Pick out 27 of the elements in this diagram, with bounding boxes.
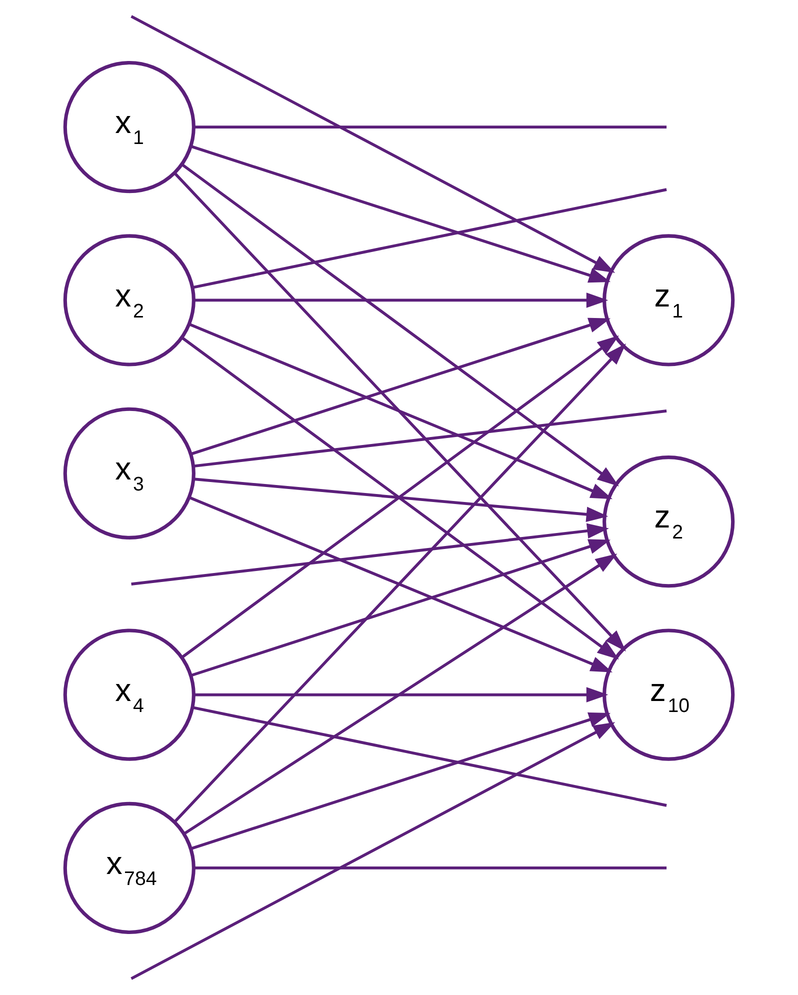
arrow <box>189 496 613 672</box>
connector <box>194 866 667 870</box>
arrow <box>181 163 619 486</box>
connector <box>194 410 667 468</box>
arrow <box>130 15 616 273</box>
arrow <box>174 343 626 823</box>
arrow <box>131 523 609 586</box>
arrow <box>190 539 611 677</box>
node-circle: x$_{4}$ <box>63 628 196 761</box>
arrow <box>194 687 608 702</box>
node-circle: x$_{3}$ <box>63 407 196 540</box>
arrow <box>194 478 608 522</box>
node-circle: x$_{784}$ <box>63 802 196 934</box>
arrow <box>190 318 611 456</box>
node-circle: x$_{2}$ <box>63 234 196 366</box>
arrow <box>190 712 611 850</box>
arrow <box>190 145 611 283</box>
arrow <box>183 554 618 835</box>
arrow <box>130 722 616 980</box>
connector <box>192 706 667 807</box>
node-circle: x$_{1}$ <box>63 60 196 194</box>
arrow <box>194 292 608 308</box>
connector <box>194 126 667 128</box>
arrow <box>189 323 613 500</box>
connector <box>192 188 667 289</box>
node-circle: z$_{2}$ <box>602 456 735 588</box>
arrow <box>174 172 626 652</box>
